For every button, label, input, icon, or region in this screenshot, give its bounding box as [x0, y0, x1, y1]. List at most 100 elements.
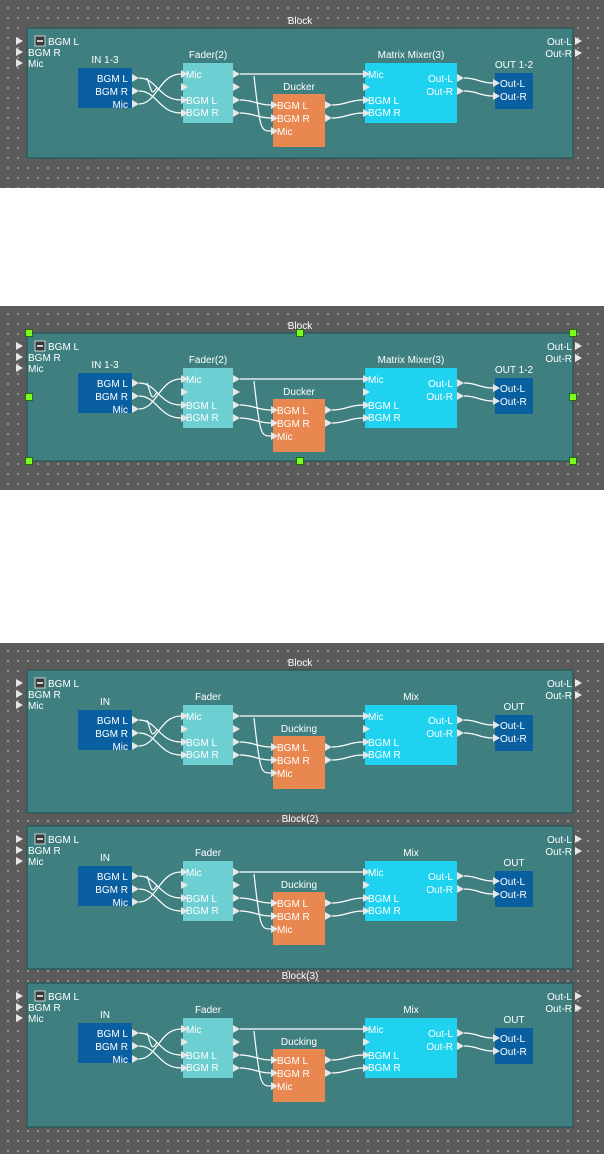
wire[interactable]: [253, 380, 272, 437]
out-in-port[interactable]: [493, 384, 500, 392]
ducker-in-port[interactable]: [271, 743, 278, 751]
wire[interactable]: [138, 90, 182, 114]
ducker-out-port[interactable]: [325, 1069, 332, 1077]
ducker-out-port[interactable]: [325, 899, 332, 907]
wire[interactable]: [463, 875, 494, 882]
ducker-in-port[interactable]: [271, 127, 278, 135]
resize-handle[interactable]: [25, 329, 33, 337]
wire[interactable]: [138, 378, 182, 410]
mixer-out-port[interactable]: [457, 1042, 464, 1050]
fader-in-port[interactable]: [181, 894, 188, 902]
fader-out-port[interactable]: [233, 1051, 240, 1059]
fader-out-port[interactable]: [233, 414, 240, 422]
wire[interactable]: [253, 75, 272, 132]
ducker-out-port[interactable]: [325, 912, 332, 920]
ducker-in-port[interactable]: [271, 419, 278, 427]
mixer-out-port[interactable]: [457, 872, 464, 880]
fader-out-port[interactable]: [233, 881, 240, 889]
in-port[interactable]: [132, 729, 139, 737]
mixer-module[interactable]: [365, 368, 457, 428]
out-module[interactable]: [495, 1028, 533, 1064]
wire[interactable]: [331, 754, 364, 761]
block-input-port[interactable]: [16, 992, 23, 1000]
block-input-port[interactable]: [16, 701, 23, 709]
block-input-port[interactable]: [16, 353, 23, 361]
resize-handle[interactable]: [25, 393, 33, 401]
wire[interactable]: [239, 741, 272, 748]
in-port[interactable]: [132, 1055, 139, 1063]
wire[interactable]: [146, 875, 158, 891]
resize-handle[interactable]: [25, 457, 33, 465]
ducker-module[interactable]: [273, 736, 325, 789]
ducker-out-port[interactable]: [325, 114, 332, 122]
wire[interactable]: [239, 112, 272, 119]
block-input-port[interactable]: [16, 835, 23, 843]
mixer-in-port[interactable]: [363, 1038, 370, 1046]
in-module[interactable]: [78, 1023, 132, 1063]
wire[interactable]: [463, 732, 494, 739]
in-port[interactable]: [132, 885, 139, 893]
ducker-module[interactable]: [273, 892, 325, 945]
fader-in-port[interactable]: [181, 375, 188, 383]
wire[interactable]: [463, 888, 494, 895]
mixer-in-port[interactable]: [363, 907, 370, 915]
ducker-in-port[interactable]: [271, 1056, 278, 1064]
fader-in-port[interactable]: [181, 907, 188, 915]
block-input-port[interactable]: [16, 342, 23, 350]
fader-module[interactable]: [183, 63, 233, 123]
wire[interactable]: [463, 382, 494, 389]
wire[interactable]: [463, 1032, 494, 1039]
mixer-in-port[interactable]: [363, 401, 370, 409]
ducker-out-port[interactable]: [325, 101, 332, 109]
ducker-in-port[interactable]: [271, 406, 278, 414]
wire[interactable]: [138, 395, 182, 419]
ducker-in-port[interactable]: [271, 769, 278, 777]
out-module[interactable]: [495, 871, 533, 907]
minus-box-icon[interactable]: [34, 833, 46, 845]
mixer-in-port[interactable]: [363, 388, 370, 396]
fader-module[interactable]: [183, 861, 233, 921]
fader-out-port[interactable]: [233, 375, 240, 383]
fader-module[interactable]: [183, 368, 233, 428]
out-in-port[interactable]: [493, 890, 500, 898]
wire[interactable]: [146, 719, 158, 735]
wire[interactable]: [239, 754, 272, 761]
block-input-port[interactable]: [16, 857, 23, 865]
wire[interactable]: [331, 99, 364, 106]
fader-in-port[interactable]: [181, 1025, 188, 1033]
fader-out-port[interactable]: [233, 907, 240, 915]
resize-handle[interactable]: [296, 457, 304, 465]
ducker-in-port[interactable]: [271, 114, 278, 122]
fader-in-port[interactable]: [181, 725, 188, 733]
ducker-out-port[interactable]: [325, 756, 332, 764]
block-output-port[interactable]: [575, 37, 582, 45]
mixer-in-port[interactable]: [363, 83, 370, 91]
wire[interactable]: [146, 382, 158, 398]
wire[interactable]: [253, 873, 272, 930]
in-port[interactable]: [132, 392, 139, 400]
mixer-out-port[interactable]: [457, 392, 464, 400]
block-input-port[interactable]: [16, 37, 23, 45]
mixer-in-port[interactable]: [363, 1025, 370, 1033]
block-input-port[interactable]: [16, 59, 23, 67]
mixer-in-port[interactable]: [363, 712, 370, 720]
fader-out-port[interactable]: [233, 1064, 240, 1072]
out-in-port[interactable]: [493, 1047, 500, 1055]
out-in-port[interactable]: [493, 1034, 500, 1042]
mixer-module[interactable]: [365, 705, 457, 765]
wire[interactable]: [239, 1067, 272, 1074]
wire[interactable]: [138, 1028, 182, 1060]
in-port[interactable]: [132, 1029, 139, 1037]
in-port[interactable]: [132, 405, 139, 413]
fader-in-port[interactable]: [181, 1038, 188, 1046]
out-in-port[interactable]: [493, 721, 500, 729]
block-input-port[interactable]: [16, 48, 23, 56]
mixer-in-port[interactable]: [363, 894, 370, 902]
in-port[interactable]: [132, 898, 139, 906]
wire[interactable]: [239, 1054, 272, 1061]
fader-in-port[interactable]: [181, 83, 188, 91]
block-output-port[interactable]: [575, 354, 582, 362]
